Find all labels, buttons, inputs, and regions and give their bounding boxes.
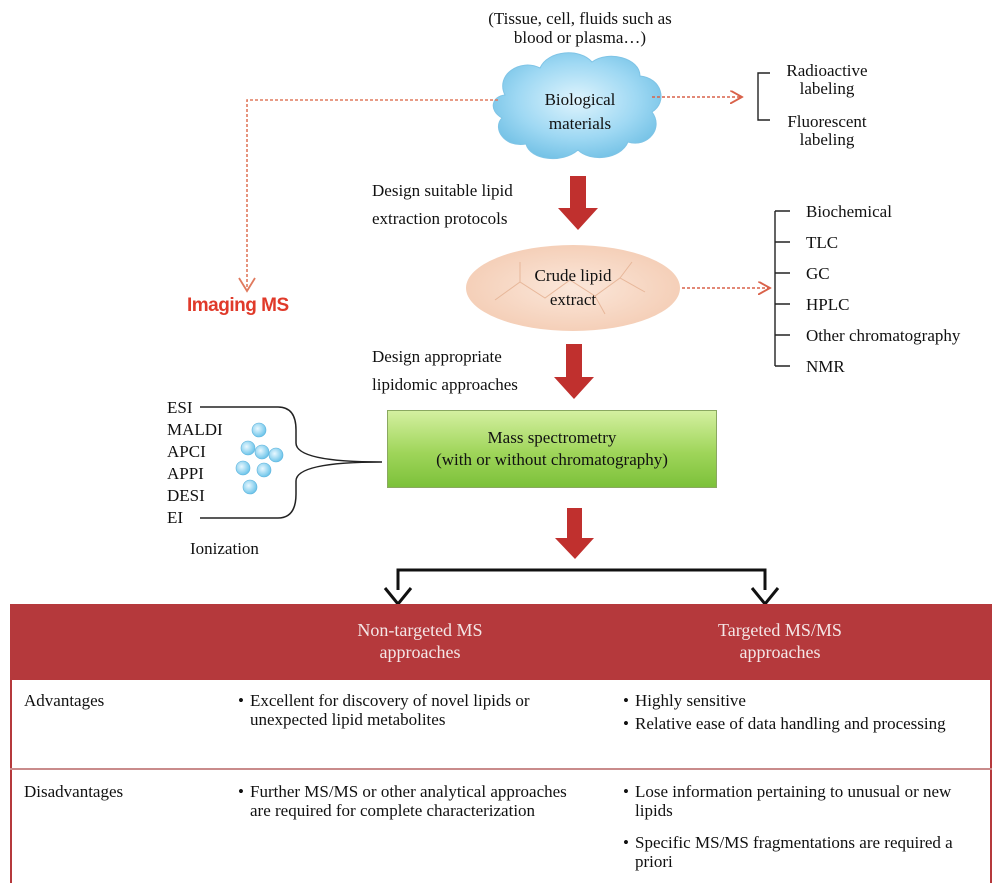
disadv-targeted-text-1: Lose information pertaining to unusual o…: [635, 782, 952, 820]
source-line-1: (Tissue, cell, fluids such as: [488, 9, 672, 28]
fluorescent-line-2: labeling: [799, 130, 855, 149]
ion-ei: EI: [167, 508, 184, 527]
disadv-non-targeted-item: • Further MS/MS or other analytical appr…: [238, 782, 568, 820]
non-targeted-line-2: approaches: [379, 642, 461, 662]
bullet-icon: •: [623, 714, 629, 733]
adv-non-targeted-item: • Excellent for discovery of novel lipid…: [238, 691, 558, 729]
arrow-lipidomic: [554, 344, 594, 399]
method-tlc: TLC: [806, 233, 839, 252]
header-targeted: Targeted MS/MS approaches: [670, 619, 890, 663]
extraction-line-2: extraction protocols: [372, 209, 508, 228]
targeted-line-1: Targeted MS/MS: [718, 620, 842, 640]
fluorescent-line-1: Fluorescent: [787, 112, 867, 131]
source-line-2: blood or plasma…): [513, 28, 647, 47]
ion-droplets: [235, 422, 284, 495]
method-gc: GC: [806, 264, 830, 283]
method-hplc: HPLC: [806, 295, 850, 314]
ms-line-1: Mass spectrometry: [487, 428, 617, 447]
disadv-targeted-item-1: • Lose information pertaining to unusual…: [623, 782, 983, 820]
ionization-label: Ionization: [190, 539, 259, 558]
adv-non-targeted-text: Excellent for discovery of novel lipids …: [250, 691, 530, 729]
imaging-ms-connector: [246, 99, 498, 290]
targeted-line-2: approaches: [739, 642, 821, 662]
bullet-icon: •: [238, 782, 244, 801]
biological-materials-label: Biological materials: [510, 88, 650, 136]
radioactive-line-1: Radioactive: [786, 61, 868, 80]
table-row-divider: [10, 768, 992, 770]
labeling-bracket: [757, 72, 770, 121]
adv-targeted-text-1: Highly sensitive: [635, 691, 746, 710]
radioactive-labeling: Radioactive labeling: [772, 62, 882, 98]
approaches-table-header: Non-targeted MS approaches Targeted MS/M…: [10, 604, 992, 680]
ion-appi: APPI: [167, 464, 204, 483]
bullet-icon: •: [238, 691, 244, 710]
crude-lipid-extract-label: Crude lipid extract: [510, 264, 636, 312]
extraction-line-1: Design suitable lipid: [372, 181, 513, 200]
lipidomic-step-label: Design appropriate lipidomic approaches: [372, 343, 518, 399]
source-note: (Tissue, cell, fluids such as blood or p…: [445, 9, 715, 47]
extraction-step-label: Design suitable lipid extraction protoco…: [372, 177, 513, 233]
mass-spectrometry-box: Mass spectrometry (with or without chrom…: [387, 410, 717, 488]
ion-maldi: MALDI: [167, 420, 223, 439]
imaging-ms-arrowhead: [238, 277, 256, 293]
approaches-table-body: [10, 680, 992, 883]
fluorescent-labeling: Fluorescent labeling: [772, 113, 882, 149]
disadv-non-targeted-text: Further MS/MS or other analytical approa…: [250, 782, 567, 820]
header-non-targeted: Non-targeted MS approaches: [310, 619, 530, 663]
crude-lipid-extract-oval: [466, 245, 680, 331]
crude-line-1: Crude lipid: [534, 266, 612, 285]
method-other-chromatography: Other chromatography: [806, 326, 961, 345]
imaging-ms-label: Imaging MS: [187, 295, 289, 316]
arrowhead-targeted: [750, 587, 780, 607]
arrowhead-non-targeted: [383, 587, 413, 607]
arrow-to-approaches: [555, 508, 594, 559]
biological-materials-cloud: [492, 52, 662, 160]
ionization-brace: [200, 406, 383, 519]
bullet-icon: •: [623, 691, 629, 710]
adv-targeted-item-2: • Relative ease of data handling and pro…: [623, 714, 953, 733]
ms-line-2: (with or without chromatography): [436, 450, 668, 469]
disadv-targeted-text-2: Specific MS/MS fragmentations are requir…: [635, 833, 953, 871]
radioactive-line-2: labeling: [799, 79, 855, 98]
arrow-extraction: [558, 176, 598, 230]
adv-targeted-item-1: • Highly sensitive: [623, 691, 983, 710]
bio-line-1: Biological: [544, 90, 616, 109]
row-label-disadvantages: Disadvantages: [24, 782, 124, 801]
crude-line-2: extract: [549, 290, 597, 309]
row-label-advantages: Advantages: [24, 691, 105, 710]
method-biochemical: Biochemical: [806, 202, 892, 221]
ion-apci: APCI: [167, 442, 206, 461]
methods-bracket: [774, 210, 790, 367]
adv-targeted-text-2: Relative ease of data handling and proce…: [635, 714, 946, 733]
method-nmr: NMR: [806, 357, 845, 376]
ion-desi: DESI: [167, 486, 205, 505]
bio-line-2: materials: [548, 114, 612, 133]
approaches-split-connector: [396, 568, 767, 590]
non-targeted-line-1: Non-targeted MS: [357, 620, 483, 640]
bullet-icon: •: [623, 782, 629, 801]
lipidomic-line-1: Design appropriate: [372, 347, 502, 366]
ion-esi: ESI: [167, 398, 193, 417]
bullet-icon: •: [623, 833, 629, 852]
lipidomic-line-2: lipidomic approaches: [372, 375, 518, 394]
disadv-targeted-item-2: • Specific MS/MS fragmentations are requ…: [623, 833, 963, 871]
